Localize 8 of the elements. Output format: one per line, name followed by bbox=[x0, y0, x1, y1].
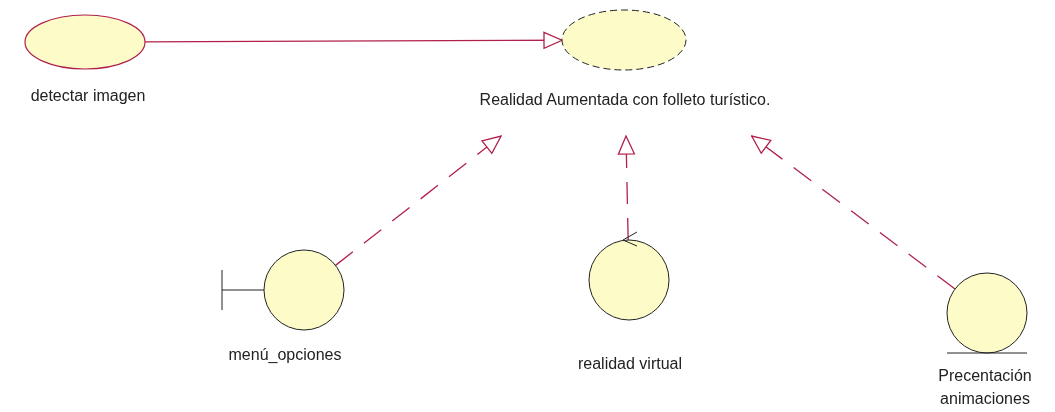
arrow bbox=[334, 135, 502, 266]
arrow bbox=[751, 135, 956, 290]
node-label: realidad virtual bbox=[576, 354, 684, 374]
node-label: detectar imagen bbox=[29, 86, 147, 106]
node-label: Realidad Aumentada con folleto turístico. bbox=[478, 90, 772, 110]
node-label: menú_opciones bbox=[227, 345, 343, 365]
node-label: Precentación animaciones bbox=[937, 366, 1033, 409]
arrow bbox=[617, 135, 635, 241]
